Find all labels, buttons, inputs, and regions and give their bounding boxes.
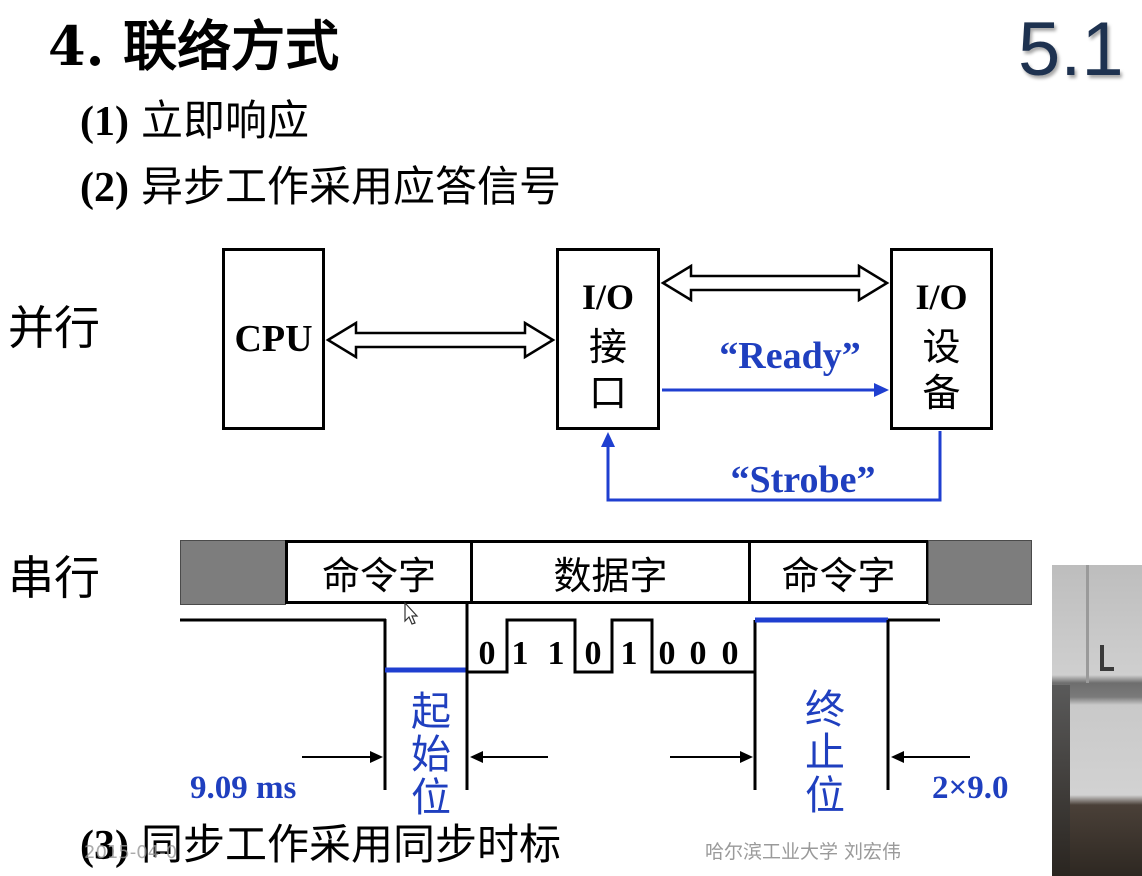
io-device-line3: 备 [922, 371, 961, 415]
bit-6: 0 [658, 635, 676, 672]
start-bit-label: 起始位 [404, 690, 450, 819]
idle-block-left [180, 540, 286, 605]
bit-4: 0 [584, 635, 602, 672]
frame-command-word-1: 命令字 [321, 553, 436, 598]
board-panel-line [1086, 565, 1089, 683]
board-mark [1100, 645, 1114, 671]
strobe-signal-label: “Strobe” [730, 459, 876, 501]
io-interface-box: I/O 接 口 [556, 248, 660, 430]
double-arrow-icon [660, 263, 890, 303]
arrow-icon [370, 751, 383, 763]
bit-1: 0 [478, 635, 496, 672]
cpu-label: CPU [234, 318, 313, 360]
bit-3: 1 [547, 635, 565, 672]
parallel-label: 并行 [8, 301, 100, 355]
mouse-cursor-icon [404, 601, 419, 625]
frame-command-word-2: 命令字 [748, 543, 926, 601]
bit-2: 1 [511, 635, 529, 672]
start-bit-duration: 9.09 ms [190, 770, 297, 806]
serial-frame: 命令字 数据字 命令字 [285, 540, 929, 604]
double-arrow-icon [325, 320, 556, 360]
item-number: (1) [80, 99, 129, 145]
stop-bit-label: 终止位 [798, 688, 844, 817]
item-number: (3) [80, 823, 129, 869]
item-3: (3)同步工作采用同步时标 [80, 820, 561, 871]
item-text: 同步工作采用同步时标 [140, 820, 561, 869]
data-waveform [467, 618, 755, 674]
idle-block-right [928, 540, 1032, 605]
io-interface-line3: 口 [588, 371, 627, 415]
item-text: 异步工作采用应答信号 [140, 162, 561, 211]
arrow-icon [891, 751, 904, 763]
serial-label: 串行 [8, 551, 100, 605]
credit-text: 哈尔滨工业大学 刘宏伟 [705, 841, 902, 863]
camera-inset [1052, 565, 1142, 876]
arrow-icon [874, 383, 889, 397]
arrow-icon [740, 751, 753, 763]
cpu-box: CPU [222, 248, 325, 430]
watermark-date: 2015-04-0 [84, 842, 178, 863]
item-number: (2) [80, 165, 129, 211]
bit-7: 0 [689, 635, 707, 672]
arrow-icon [470, 751, 483, 763]
strobe-signal-line [606, 431, 942, 502]
io-device-box: I/O 设 备 [890, 248, 993, 430]
io-interface-line2: 接 [588, 325, 627, 369]
frame-data-word: 数据字 [470, 543, 748, 601]
item-2: (2)异步工作采用应答信号 [80, 162, 561, 213]
item-1: (1)立即响应 [80, 96, 309, 147]
bit-5: 1 [620, 635, 638, 672]
io-device-line2: 设 [922, 325, 961, 369]
bit-8: 0 [721, 635, 739, 672]
io-device-line1: I/O [915, 277, 968, 317]
section-number: 5.1 [1018, 7, 1124, 92]
stop-bit-duration: 2×9.0 [932, 770, 1009, 806]
dark-panel [1052, 685, 1070, 876]
arrow-icon [601, 432, 615, 447]
io-interface-line1: I/O [581, 277, 634, 317]
slide-title: 4. 联络方式 [48, 14, 340, 78]
item-text: 立即响应 [140, 96, 309, 145]
ready-signal-label: “Ready” [719, 335, 861, 377]
